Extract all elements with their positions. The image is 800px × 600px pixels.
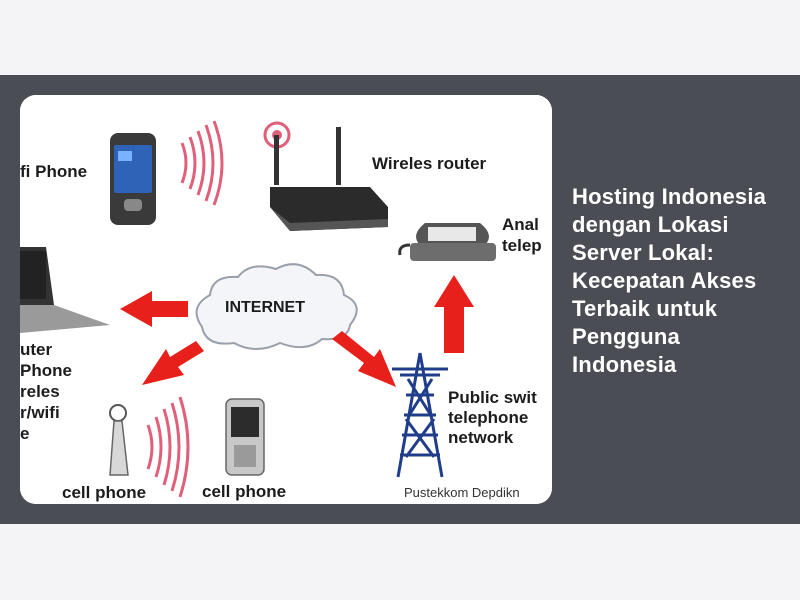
label-pstn-1: Public swit bbox=[448, 388, 537, 407]
label-pstn-3: network bbox=[448, 428, 514, 447]
wifi-signal-icon bbox=[180, 120, 224, 206]
cell-phone-icon bbox=[225, 398, 265, 476]
label-internet: INTERNET bbox=[225, 299, 305, 316]
arrow-to-laptop bbox=[120, 291, 188, 327]
label-wifi-phone: fi Phone bbox=[20, 162, 87, 181]
wifi-phone-icon bbox=[110, 133, 156, 225]
label-computer-2: Phone bbox=[20, 361, 72, 380]
telephone-tower-icon bbox=[392, 352, 448, 478]
label-computer-1: uter bbox=[20, 340, 53, 359]
label-computer-5: e bbox=[20, 424, 29, 443]
hero-banner: fi Phone Wireles router bbox=[0, 75, 800, 524]
cell-tower-icon bbox=[109, 404, 129, 476]
wireless-router-icon bbox=[263, 121, 388, 231]
analog-phone-icon bbox=[398, 223, 496, 261]
article-title[interactable]: Hosting Indonesia dengan Lokasi Server L… bbox=[572, 184, 767, 377]
cell-signal-icon bbox=[146, 396, 190, 498]
label-cell-phone-handset: cell phone bbox=[202, 482, 286, 501]
network-diagram-image[interactable]: fi Phone Wireles router bbox=[20, 95, 552, 504]
network-diagram: fi Phone Wireles router bbox=[20, 95, 552, 504]
image-credit: Pustekkom Depdikn bbox=[404, 485, 520, 500]
label-computer-3: reles bbox=[20, 382, 60, 401]
label-cell-phone-tower: cell phone bbox=[62, 483, 146, 502]
label-analog-phone-1: Anal bbox=[502, 215, 539, 234]
label-computer-4: r/wifi bbox=[20, 403, 60, 422]
label-pstn-2: telephone bbox=[448, 408, 528, 427]
arrow-to-analog-phone bbox=[434, 275, 474, 353]
arrow-to-switch-network bbox=[332, 331, 396, 387]
arrow-to-cell-tower bbox=[142, 341, 204, 385]
label-analog-phone-2: telep bbox=[502, 236, 542, 255]
internet-cloud-icon bbox=[195, 263, 358, 350]
label-wireless-router: Wireles router bbox=[372, 154, 487, 173]
laptop-icon bbox=[20, 247, 110, 333]
